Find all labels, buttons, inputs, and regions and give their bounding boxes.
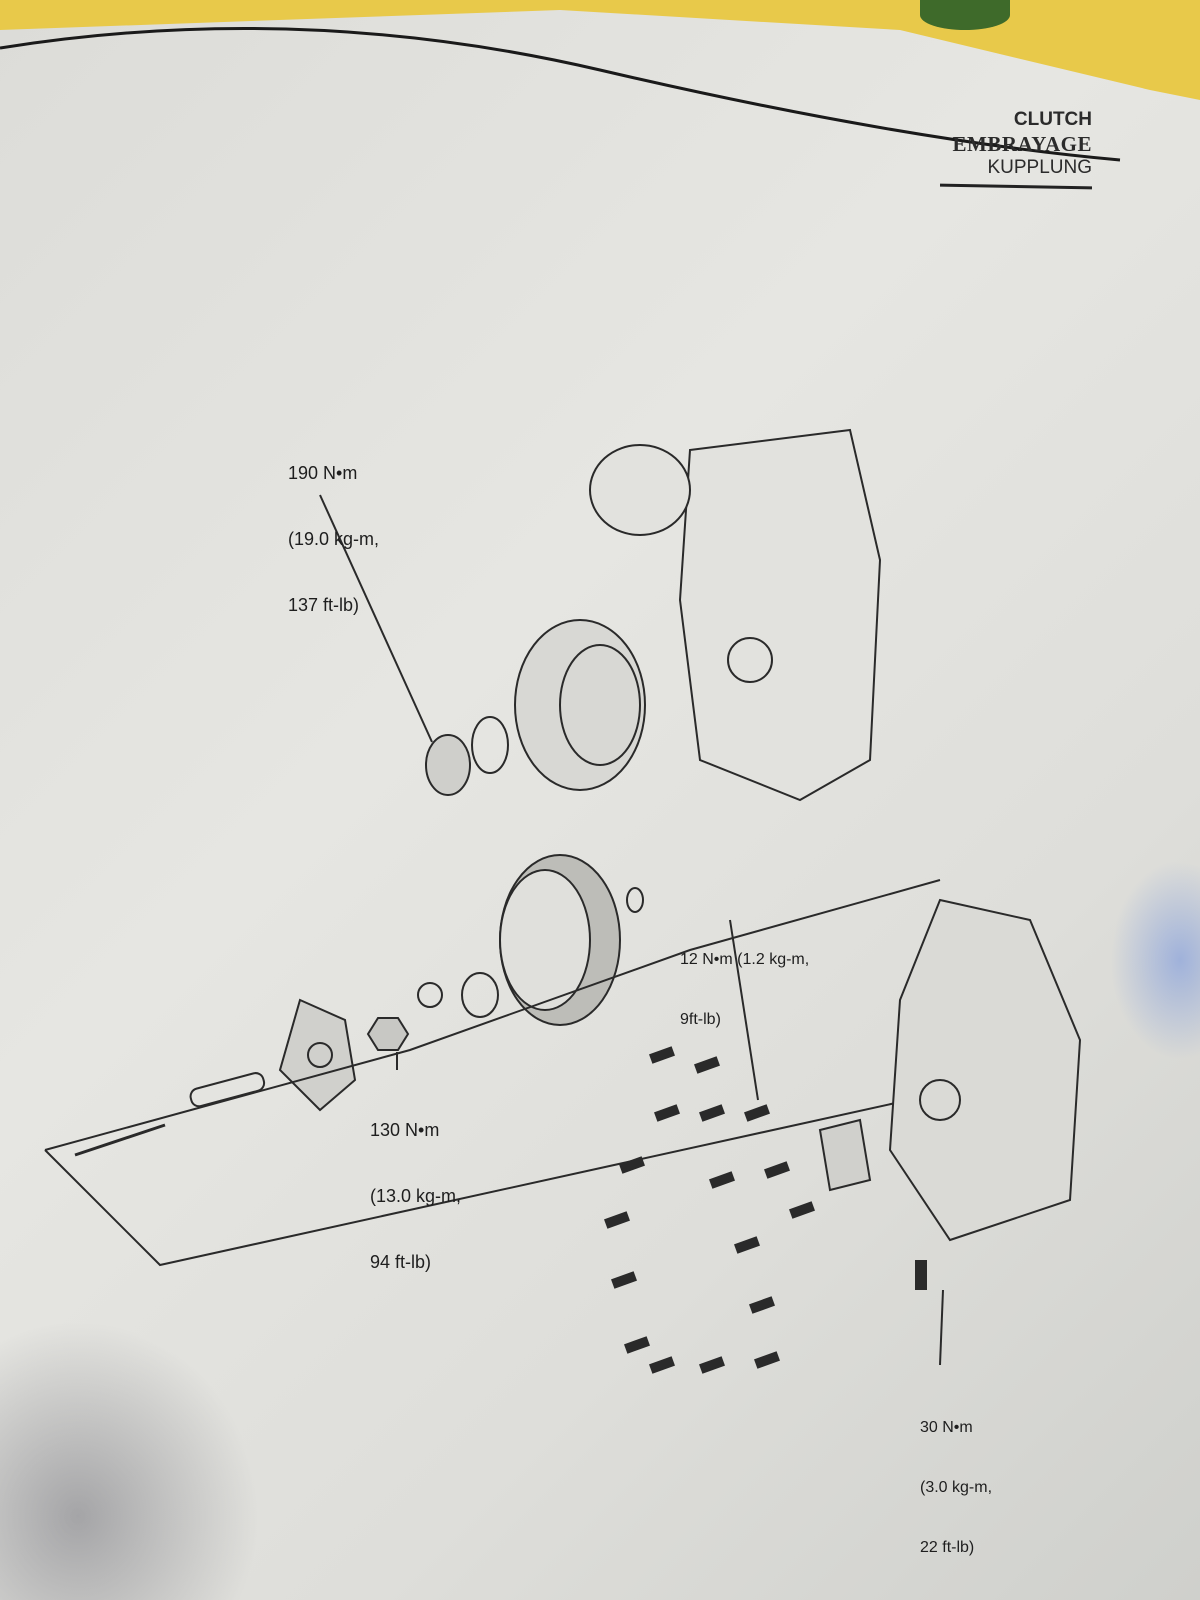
cover-circle (589, 444, 691, 536)
leaf-background (920, 0, 1010, 30)
torque-ftlb: 137 ft-lb) (288, 595, 360, 615)
crankcase (678, 428, 882, 802)
torque-kgm: (19.0 kg-m, (288, 529, 380, 549)
clutch-cover (888, 898, 1082, 1242)
torque-nm: 130 N•m (370, 1120, 440, 1140)
torque-kgm: (3.0 kg-m, (920, 1479, 993, 1496)
torque-label-cover-bolt: 12 N•m (1.2 kg-m, 9ft-lb) (680, 910, 809, 1050)
chapter-header: CLUTCH EMBRAYAGE KUPPLUNG (953, 108, 1092, 180)
header-embrayage: EMBRAYAGE (952, 132, 1092, 156)
torque-kgm: 9ft-lb) (680, 1011, 721, 1028)
torque-label-lock-nut: 190 N•m (19.0 kg-m, 137 ft-lb) (288, 418, 379, 638)
torque-label-center-nut: 130 N•m (13.0 kg-m, 94 ft-lb) (370, 1075, 461, 1295)
lock-nut (425, 734, 471, 796)
torque-nm: 12 N•m (1.2 kg-m, (680, 951, 810, 968)
pressure-plate (278, 998, 357, 1112)
torque-label-oil-bolt: 30 N•m (3.0 kg-m, 22 ft-lb) (920, 1378, 992, 1578)
page-curve-line (0, 26, 1121, 162)
torque-ftlb: 94 ft-lb) (370, 1252, 432, 1272)
hand-shadow (0, 1320, 260, 1600)
slave-cylinder (818, 1118, 872, 1192)
center-nut (366, 1017, 410, 1051)
blue-blur (1110, 860, 1200, 1060)
clutch-outer (514, 619, 646, 791)
bolts (604, 1046, 927, 1374)
header-clutch: CLUTCH (1013, 109, 1092, 130)
torque-kgm: (13.0 kg-m, (370, 1186, 462, 1206)
lifter-rod (189, 1072, 266, 1108)
torque-nm: 30 N•m (920, 1419, 973, 1436)
shaft (727, 637, 773, 683)
torque-nm: 190 N•m (288, 463, 358, 483)
torque-ftlb: 22 ft-lb) (920, 1539, 975, 1556)
header-kupplung: KUPPLUNG (987, 157, 1092, 178)
washer (471, 716, 509, 774)
